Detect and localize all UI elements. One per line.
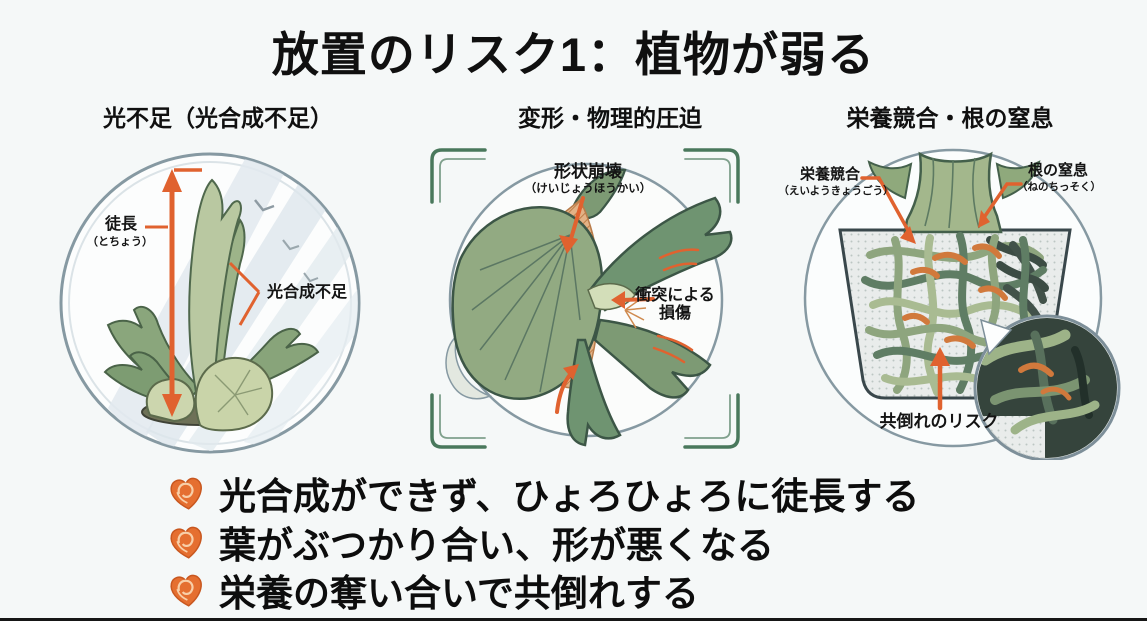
magnifier-inset <box>973 314 1121 460</box>
impact-arrows <box>555 196 700 414</box>
label-arrows <box>860 176 1023 411</box>
etiolated-plant <box>103 178 320 432</box>
label-root-suffocation: 根の窒息 <box>1027 162 1088 179</box>
light-shortage-illustration <box>59 152 361 454</box>
plant-trunk <box>867 151 1041 234</box>
heart-shell-icon <box>170 574 202 607</box>
panel-header-light-shortage: 光不足（光合成不足） <box>103 105 333 131</box>
panel-header-deformation: 変形・物理的圧迫 <box>518 105 702 131</box>
label-shape-collapse-reading: （けいじょうほうかい） <box>524 183 652 195</box>
deformation-illustration <box>430 148 740 449</box>
inset-pointer-wedge <box>979 318 1013 356</box>
label-nutrient-competition: 栄養競合 <box>799 166 860 183</box>
bullet-text-3: 栄養の奪い合いで共倒れする <box>219 573 699 614</box>
root-competition-illustration <box>803 148 1121 460</box>
label-collision-damage-line2: 損傷 <box>658 304 691 322</box>
label-nutrient-competition-reading: （えいようきょうごう） <box>778 185 894 197</box>
bullet-text-2: 葉がぶつかり合い、形が悪くなる <box>219 525 774 566</box>
bullet-row-3: 栄養の奪い合いで共倒れする <box>166 567 699 614</box>
label-root-suffocation-reading: （ねのちっそく） <box>1017 181 1101 193</box>
heart-shell-icon <box>170 526 202 559</box>
bullet-row-1: 光合成ができず、ひょろひょろに徒長する <box>166 470 919 517</box>
bullet-text-1: 光合成ができず、ひょろひょろに徒長する <box>219 476 920 517</box>
deformed-leaves <box>445 168 733 447</box>
label-shape-collapse: 形状崩壊 <box>554 162 622 181</box>
photosynthesis-pointer-lines <box>228 261 261 326</box>
label-mutual-collapse-risk: 共倒れのリスク <box>879 412 999 431</box>
page-title: 放置のリスク1：植物が弱る <box>271 28 876 81</box>
label-elongation: 徒長 <box>104 216 137 233</box>
corner-brackets <box>430 148 740 449</box>
label-photosynthesis-shortage: 光合成不足 <box>266 284 347 301</box>
heart-shell-icon <box>170 477 202 510</box>
label-collision-damage-line1: 衝突による <box>635 287 715 304</box>
label-elongation-reading: （とちょう） <box>87 236 153 248</box>
bottom-edge-bar <box>0 618 1147 621</box>
elongation-measure-arrow <box>145 168 202 417</box>
bullet-row-2: 葉がぶつかり合い、形が悪くなる <box>166 519 774 566</box>
panel-header-nutrient: 栄養競合・根の窒息 <box>846 105 1054 131</box>
label-collision-damage: 衝突による 損傷 <box>620 287 730 323</box>
